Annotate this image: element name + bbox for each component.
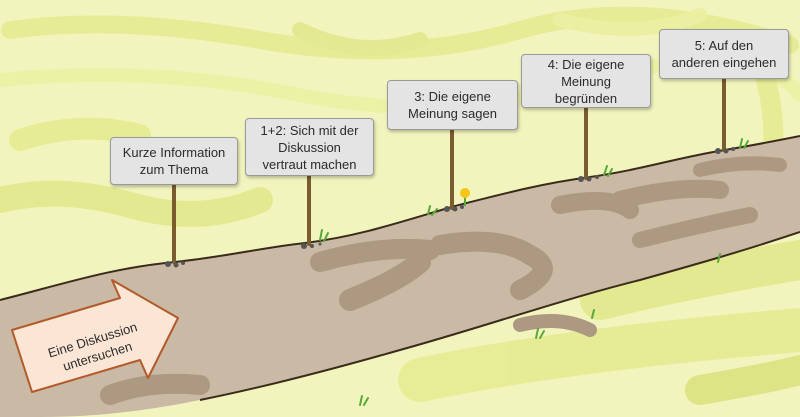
- sign-line: Diskussion: [278, 139, 341, 155]
- sign-line: begründen: [554, 90, 618, 106]
- sign-step-1-2: 1+2: Sich mit der Diskussion vertraut ma…: [245, 118, 374, 176]
- sign-line: Meinung: [561, 73, 611, 89]
- path-shading: [100, 156, 787, 405]
- sign-step-5: 5: Auf den anderen eingehen: [659, 29, 789, 79]
- post-stones: [165, 147, 735, 268]
- sign-step-4: 4: Die eigene Meinung begründen: [521, 54, 651, 108]
- sign-kurze-information: Kurze Information zum Thema: [110, 137, 238, 185]
- sign-line: 4: Die eigene: [547, 56, 625, 72]
- start-arrow-shape: [11, 279, 179, 393]
- sign-line: anderen eingehen: [671, 55, 777, 70]
- grass-tufts: [319, 138, 749, 406]
- sign-step-3: 3: Die eigene Meinung sagen: [387, 80, 518, 130]
- sign-line: zum Thema: [139, 162, 209, 177]
- sign-line: 1+2: Sich mit der: [260, 122, 359, 138]
- sign-line: 3: Die eigene: [414, 89, 491, 104]
- path-bottom-edge: [199, 231, 800, 401]
- sign-posts: [172, 77, 726, 264]
- sign-line: vertraut machen: [262, 156, 357, 172]
- sign-line: Meinung sagen: [408, 106, 497, 121]
- yellow-flower-icon: [460, 188, 470, 206]
- sign-line: 5: Auf den: [694, 38, 754, 53]
- path-top-edge: [0, 135, 800, 301]
- sign-line: Kurze Information: [122, 145, 226, 160]
